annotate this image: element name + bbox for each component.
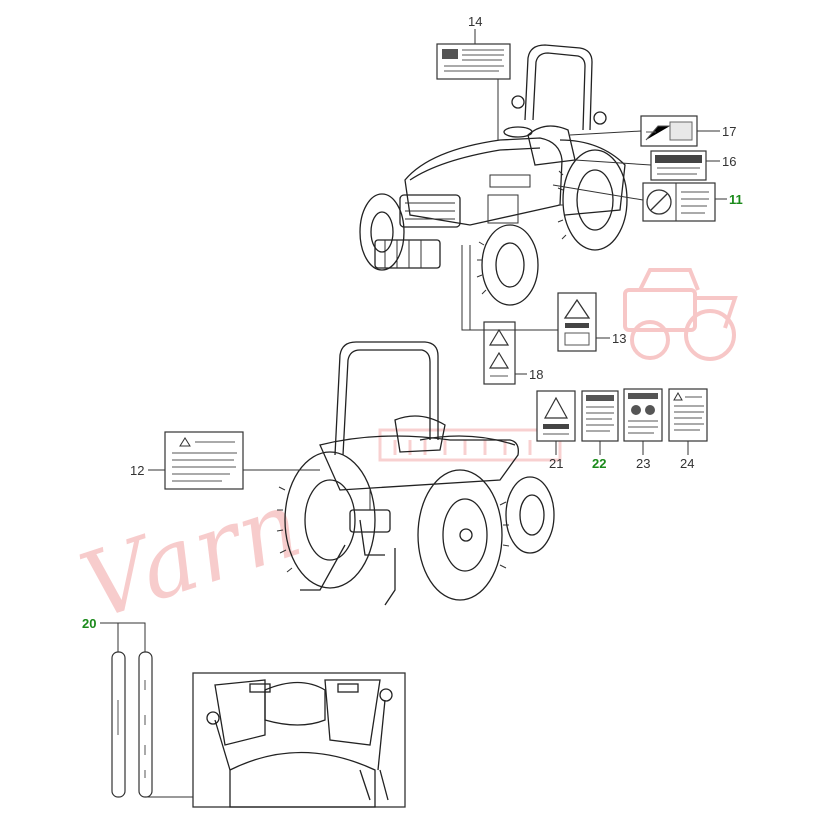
callout-23: 23 <box>636 456 650 471</box>
lower-tractor-illustration <box>276 341 555 606</box>
decal-14 <box>436 43 511 80</box>
decal-23 <box>623 388 663 442</box>
callout-numbers: 14 17 16 11 13 18 12 21 22 23 24 20 <box>82 14 743 631</box>
decal-18 <box>483 321 516 385</box>
decal-24 <box>668 388 708 442</box>
decal-12 <box>164 431 244 490</box>
upper-tractor-illustration <box>359 44 628 306</box>
leader-lines <box>100 29 727 798</box>
callout-18: 18 <box>529 367 543 382</box>
callout-14: 14 <box>468 14 482 29</box>
decal-21 <box>536 390 576 442</box>
callout-22: 22 <box>592 456 606 471</box>
decal-16 <box>650 150 707 181</box>
callout-13: 13 <box>612 331 626 346</box>
callout-16: 16 <box>722 154 736 169</box>
callout-21: 21 <box>549 456 563 471</box>
callout-24: 24 <box>680 456 694 471</box>
callout-11: 11 <box>729 192 743 207</box>
watermark-text: Varn <box>69 470 315 641</box>
watermark-tractor-icon <box>623 268 738 361</box>
decal-22 <box>581 390 619 442</box>
operator-platform-inset <box>192 672 406 808</box>
decal-13 <box>557 292 597 352</box>
decal-11 <box>642 182 716 222</box>
callout-12: 12 <box>130 463 144 478</box>
watermark-lettering <box>378 428 562 462</box>
callout-20: 20 <box>82 616 96 631</box>
callout-17: 17 <box>722 124 736 139</box>
decal-20-strips <box>111 651 153 798</box>
decal-17 <box>640 115 698 147</box>
